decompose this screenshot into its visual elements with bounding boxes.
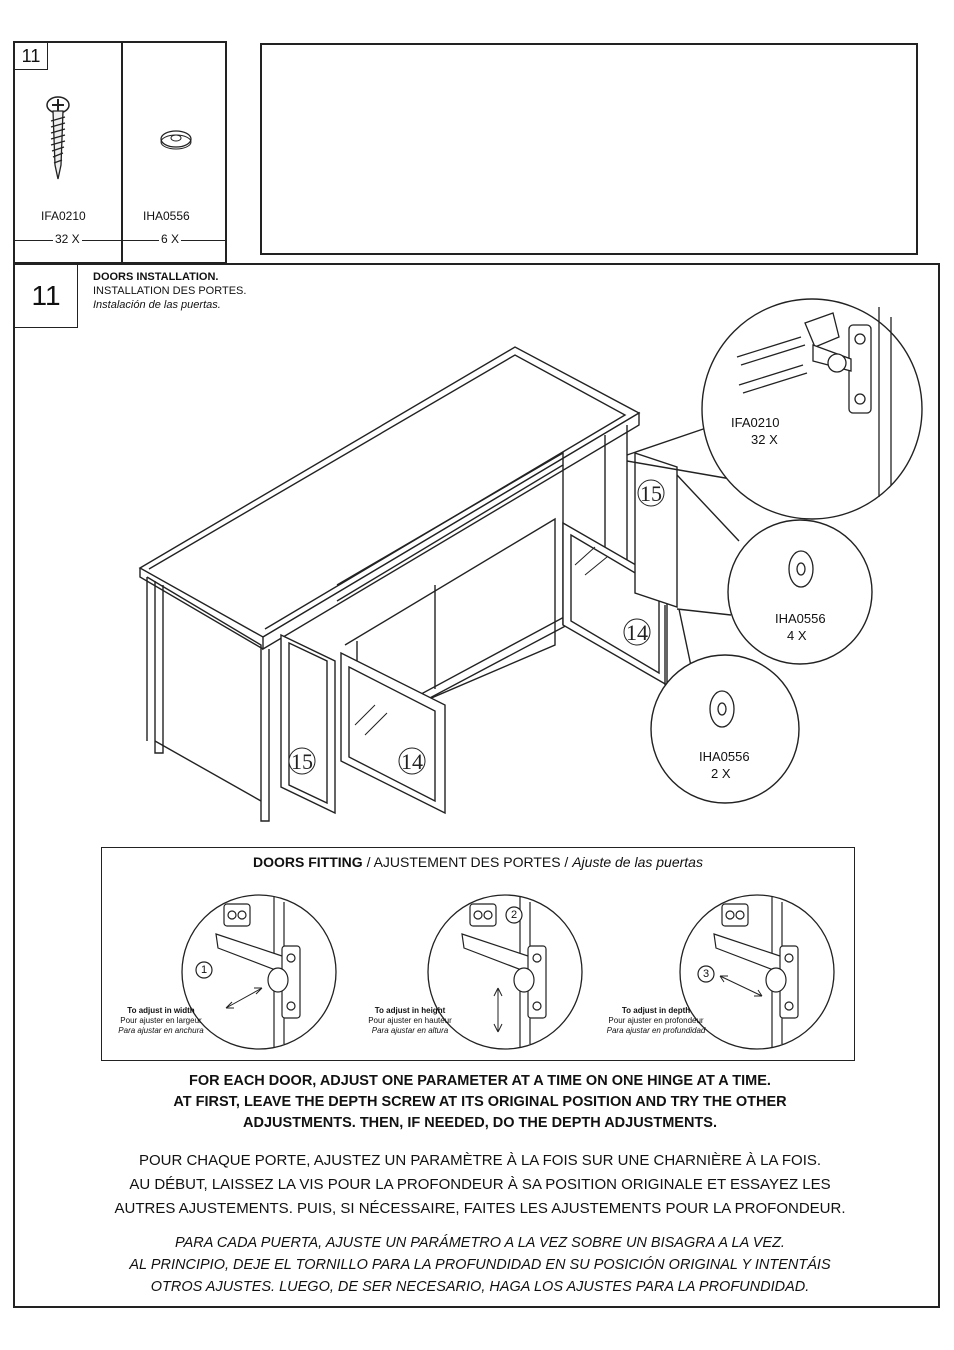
adjust-1-number: 1 [200, 964, 208, 976]
instructions-en-line1: FOR EACH DOOR, ADJUST ONE PARAMETER AT A… [189, 1073, 771, 1089]
callout1-code: IFA0210 [731, 415, 780, 430]
fitting-title: DOORS FITTING / AJUSTEMENT DES PORTES / … [102, 854, 854, 870]
adjust-depth-fr: Pour ajuster en profondeur [608, 1016, 704, 1025]
qty-line [15, 240, 227, 241]
step-number: 11 [15, 265, 78, 328]
fitting-title-fr: / AJUSTEMENT DES PORTES / [362, 854, 573, 870]
adjust-2-number: 2 [510, 909, 518, 921]
washer-icon [160, 130, 192, 150]
adjust-depth-caption: To adjust in depth Pour ajuster en profo… [598, 1006, 714, 1036]
adjust-depth-es: Para ajustar en profundidad [606, 1026, 706, 1035]
parts-step-number: 11 [15, 43, 48, 70]
callout2-qty: 4 X [787, 628, 807, 643]
instructions-en-line3: ADJUSTMENTS. THEN, IF NEEDED, DO THE DEP… [243, 1115, 717, 1131]
instructions-fr-line2: AU DÉBUT, LAISSEZ LA VIS POUR LA PROFOND… [129, 1176, 831, 1193]
door-label-14-right: 14 [626, 620, 648, 645]
callout2-code: IHA0556 [775, 611, 826, 626]
fitting-title-es: Ajuste de las puertas [572, 854, 703, 870]
adjust-height-en: To adjust in height [374, 1006, 446, 1015]
part2-qty: 6 X [159, 232, 182, 246]
door-label-15-right: 15 [640, 481, 662, 506]
door-label-15-left: 15 [291, 749, 313, 774]
cabinet-illustration: 15 14 15 14 [138, 298, 923, 822]
instructions-es-line2: AL PRINCIPIO, DEJE EL TORNILLO PARA LA P… [129, 1257, 831, 1273]
instructions-es: PARA CADA PUERTA, AJUSTE UN PARÁMETRO A … [55, 1232, 905, 1298]
adjust-width-en: To adjust in width [127, 1006, 195, 1015]
adjust-width-es: Para ajustar en anchura [118, 1026, 204, 1035]
step-panel: 11 DOORS INSTALLATION. INSTALLATION DES … [13, 263, 940, 1308]
parts-divider [121, 43, 123, 262]
instructions-es-line1: PARA CADA PUERTA, AJUSTE UN PARÁMETRO A … [175, 1235, 785, 1251]
step-title-fr: INSTALLATION DES PORTES. [93, 285, 247, 297]
adjust-depth-en: To adjust in depth [621, 1006, 691, 1015]
part2-code: IHA0556 [143, 209, 190, 223]
adjust-width-caption: To adjust in width Pour ajuster en large… [106, 1006, 216, 1036]
step-title-es: Instalación de las puertas. [93, 299, 221, 311]
step-title-en: DOORS INSTALLATION. [93, 271, 219, 283]
instructions-es-line3: OTROS AJUSTES. LUEGO, DE SER NECESARIO, … [150, 1279, 810, 1295]
instructions-en: FOR EACH DOOR, ADJUST ONE PARAMETER AT A… [55, 1071, 905, 1134]
fitting-title-en: DOORS FITTING [253, 854, 363, 870]
instructions-fr: POUR CHAQUE PORTE, AJUSTEZ UN PARAMÈTRE … [55, 1149, 905, 1221]
instructions-en-line2: AT FIRST, LEAVE THE DEPTH SCREW AT ITS O… [173, 1094, 787, 1110]
adjust-height-fr: Pour ajuster en hauteur [368, 1016, 452, 1025]
adjust-width-fr: Pour ajuster en largeur [120, 1016, 202, 1025]
instructions-fr-line3: AUTRES AJUSTEMENTS. PUIS, SI NÉCESSAIRE,… [114, 1200, 846, 1217]
parts-box: 11 IFA0210 IHA0556 32 X 6 X [13, 41, 227, 264]
adjust-height-es: Para ajustar en altura [371, 1026, 449, 1035]
screw-icon [46, 96, 70, 180]
notes-box [260, 43, 918, 255]
callout3-code: IHA0556 [699, 749, 750, 764]
part1-qty: 32 X [53, 232, 82, 246]
adjust-height-caption: To adjust in height Pour ajuster en haut… [352, 1006, 468, 1036]
callout1-qty: 32 X [751, 432, 778, 447]
hinge-adjust-diagrams [181, 894, 835, 1050]
callout3-qty: 2 X [711, 766, 731, 781]
instructions-fr-line1: POUR CHAQUE PORTE, AJUSTEZ UN PARAMÈTRE … [138, 1152, 822, 1169]
door-label-14-left: 14 [401, 749, 423, 774]
doors-fitting-box: DOORS FITTING / AJUSTEMENT DES PORTES / … [101, 847, 855, 1061]
part1-code: IFA0210 [41, 209, 86, 223]
adjust-3-number: 3 [702, 968, 710, 980]
